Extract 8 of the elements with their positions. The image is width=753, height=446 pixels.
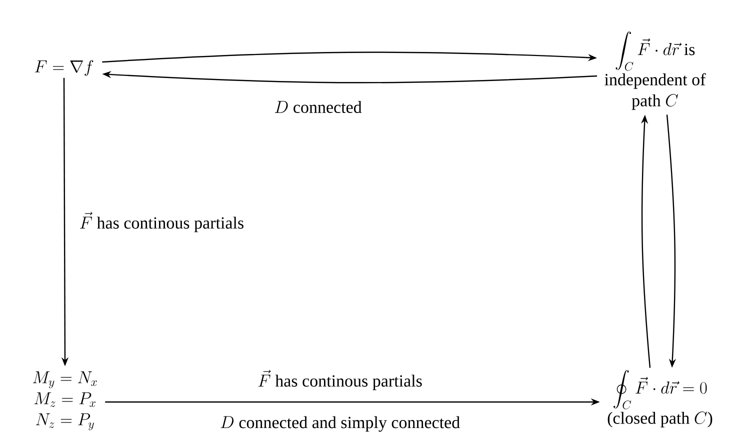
formula-text: $\begin{array}{c}M_y = N_x\\ M_z = P_x\\ N_z = P_y\end{array}$ <box>32 371 97 430</box>
formula-text: $F = \nabla f$ <box>34 60 94 76</box>
edge-label: $\vec{F}\text{ has continous partials}$ <box>256 368 424 392</box>
formula-text: $\begin{array}{c}\displaystyle\int_C \vec{F}\cdot d\vec{r}\text{ is}\\ \text{independent of}\\ \text{path } C\end{array}$ <box>604 32 706 110</box>
formula-text: $\begin{array}{c}\displaystyle\oint_C \vec{F}\cdot d\vec{r} = 0\\ \text{(closed path } C\text{)}\end{array}$ <box>608 370 712 428</box>
condition-text: $D\text{ connected and simply connected}$ <box>218 415 462 433</box>
edge-label: $D\text{ connected}$ <box>273 100 363 114</box>
edge-label: $\vec{F}\text{ has continous partials}$ <box>78 210 246 234</box>
